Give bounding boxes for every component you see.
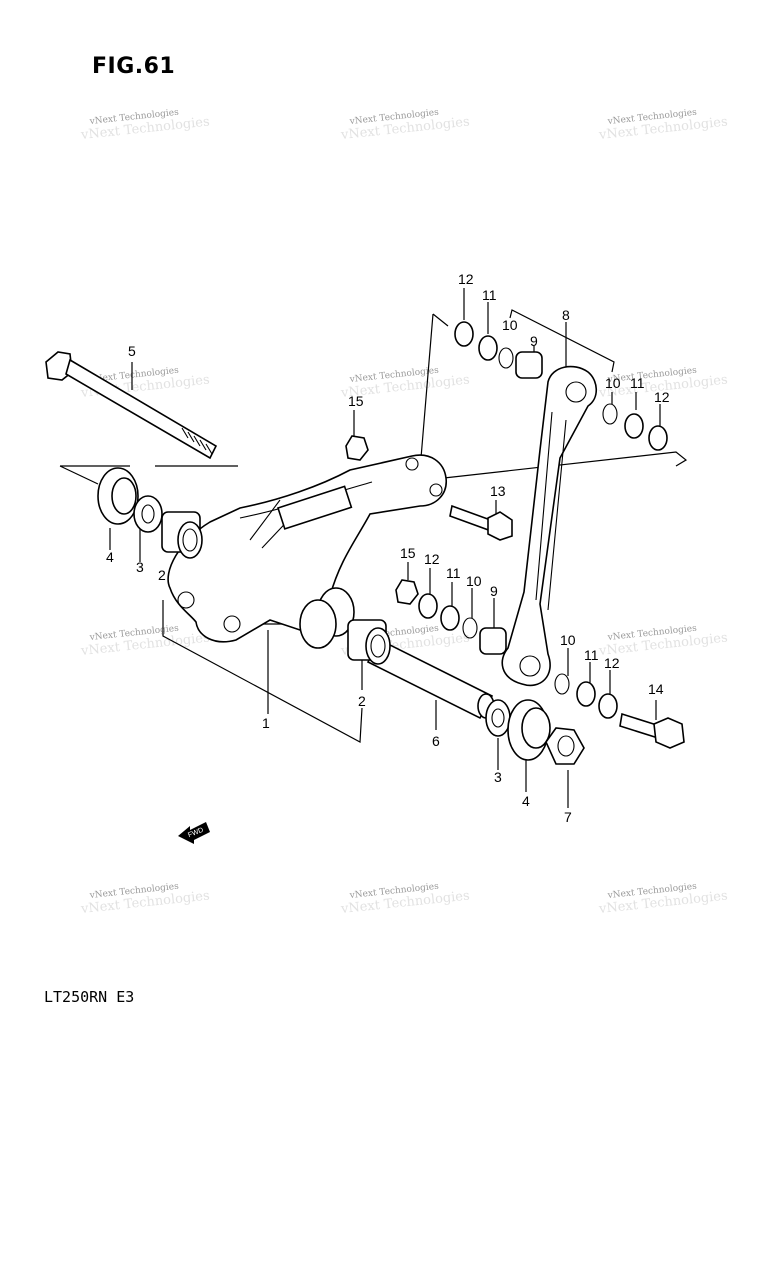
lower-bushing-group [418,593,507,655]
callout-10: 10 [605,375,621,391]
bolt-5-part [45,351,218,460]
nut-15-top-part [345,435,369,461]
callout-15: 15 [400,545,416,561]
callout-9: 9 [530,333,538,349]
callout-5: 5 [128,343,136,359]
callout-11: 11 [584,647,599,663]
fwd-arrow: FWD [178,822,210,844]
lower-right-bushing-group [554,673,618,719]
callout-15: 15 [348,393,364,409]
callout-4: 4 [522,793,530,809]
callout-12: 12 [424,551,440,567]
model-code: LT250RN E3 [44,988,135,1006]
seal-4-left-part [97,467,139,525]
callout-3: 3 [136,559,144,575]
callout-6: 6 [432,733,440,749]
callout-13: 13 [490,483,506,499]
bolt-13-part [449,504,513,541]
figure-title: FIG.61 [92,54,176,79]
callout-11: 11 [482,287,497,303]
callout-7: 7 [564,809,572,825]
callout-3: 3 [494,769,502,785]
lever-boss-part [299,587,355,649]
washer-3-left-part [133,495,163,533]
callout-2: 2 [158,567,166,583]
right-bushing-group [602,403,668,451]
callout-2: 2 [358,693,366,709]
callout-12: 12 [458,271,474,287]
callout-10: 10 [466,573,482,589]
seal-4-right-part [507,699,551,761]
bearing-2-left-part [161,511,203,559]
nut-7-part [545,727,585,765]
callout-12: 12 [654,389,670,405]
callout-10: 10 [502,317,518,333]
cushion-rod-8-part [501,365,598,687]
bearing-2-right-part [347,619,391,665]
callout-1: 1 [262,715,270,731]
callout-11: 11 [630,375,645,391]
callout-8: 8 [562,307,570,323]
washer-3-right-part [485,699,511,737]
bolt-14-part [619,712,685,749]
callout-9: 9 [490,583,498,599]
callout-12: 12 [604,655,620,671]
callout-10: 10 [560,632,576,648]
callout-14: 14 [648,681,664,697]
top-bushing-group [454,321,543,379]
nut-15-lower-part [395,579,419,605]
leader-lines [59,288,688,808]
callout-11: 11 [446,565,461,581]
callout-4: 4 [106,549,114,565]
cushion-lever-part [167,454,447,643]
